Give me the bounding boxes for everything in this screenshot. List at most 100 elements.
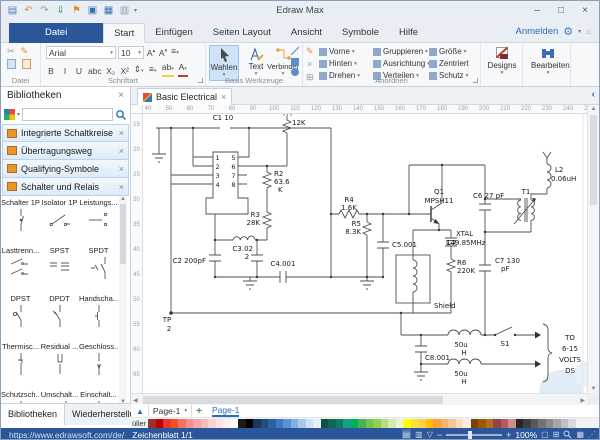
- resize-grip[interactable]: ⋰: [588, 430, 596, 439]
- rectangle-shape-icon[interactable]: [291, 58, 299, 66]
- libraries-close-icon[interactable]: ×: [118, 90, 124, 101]
- symbol-spdt[interactable]: SPDT: [79, 244, 118, 292]
- verteilen-button[interactable]: Verteilen▾: [373, 70, 430, 81]
- color-swatch[interactable]: [433, 418, 441, 428]
- scroll-up-icon[interactable]: ▲: [120, 196, 126, 202]
- color-swatch[interactable]: [155, 418, 164, 428]
- color-swatch[interactable]: [223, 418, 231, 428]
- zoom-out-button[interactable]: −: [436, 429, 443, 440]
- symbol-residual[interactable]: Residual ...: [40, 340, 79, 388]
- copy-icon[interactable]: [7, 59, 16, 69]
- menu-tab-datei[interactable]: Datei: [9, 23, 104, 43]
- zoom-in-button[interactable]: +: [506, 429, 512, 440]
- maximize-button[interactable]: □: [557, 5, 565, 16]
- color-swatch[interactable]: [538, 418, 546, 428]
- color-swatch[interactable]: [275, 418, 284, 428]
- paste-icon[interactable]: [22, 59, 31, 69]
- document-close-icon[interactable]: ×: [221, 92, 227, 102]
- color-swatch[interactable]: [305, 418, 314, 428]
- color-swatch[interactable]: [373, 418, 381, 428]
- ribbon-collapse-icon[interactable]: ⌂: [586, 27, 591, 36]
- color-swatch[interactable]: [178, 418, 186, 428]
- color-swatch[interactable]: [560, 418, 569, 428]
- drehen-button[interactable]: Drehen▾: [319, 70, 360, 81]
- zoom-slider-thumb[interactable]: [468, 430, 473, 439]
- gallery-icon[interactable]: ▥: [119, 5, 130, 16]
- shrink-font-button[interactable]: A▾: [158, 47, 168, 58]
- superscript-button[interactable]: X²: [120, 66, 129, 76]
- color-swatch[interactable]: [553, 418, 561, 428]
- text-tool-button[interactable]: Text▾: [241, 45, 271, 81]
- format-painter-icon[interactable]: ✎: [20, 46, 29, 56]
- color-swatch[interactable]: [403, 418, 411, 428]
- quick-access-caret-icon[interactable]: ▾: [134, 8, 138, 14]
- color-swatch[interactable]: [328, 418, 336, 428]
- ausrichtung-button[interactable]: Ausrichtung▾: [373, 58, 430, 69]
- color-swatch[interactable]: [388, 418, 396, 428]
- color-swatch[interactable]: [575, 418, 584, 428]
- document-tab[interactable]: Basic Electrical ×: [137, 88, 233, 105]
- panel-collapse-chevron-icon[interactable]: ‹: [591, 89, 595, 100]
- color-swatch[interactable]: [200, 418, 209, 428]
- color-swatch[interactable]: [545, 418, 554, 428]
- fit-page-icon[interactable]: ▢: [541, 430, 549, 439]
- library-close-icon[interactable]: ×: [118, 145, 124, 156]
- color-swatch[interactable]: [320, 418, 329, 428]
- library-search-input[interactable]: [22, 108, 113, 121]
- color-swatch[interactable]: [148, 418, 156, 428]
- color-swatch[interactable]: [425, 418, 434, 428]
- color-swatch[interactable]: [418, 418, 426, 428]
- color-swatch[interactable]: [298, 418, 306, 428]
- library-close-icon[interactable]: ×: [118, 181, 124, 192]
- add-page-button[interactable]: +: [196, 405, 202, 417]
- symbol-spst[interactable]: SPST: [40, 244, 79, 292]
- color-swatch[interactable]: [238, 418, 246, 428]
- page-view-icon[interactable]: ▥: [415, 430, 423, 439]
- color-swatch[interactable]: [530, 418, 539, 428]
- horizontal-scrollbar[interactable]: ◀ ▶: [131, 393, 587, 405]
- underline-button[interactable]: U: [75, 66, 83, 76]
- library-bertragungsweg[interactable]: Übertragungsweg×: [2, 142, 129, 160]
- color-swatch[interactable]: [283, 418, 291, 428]
- scroll-down-icon[interactable]: ▼: [120, 399, 126, 405]
- scroll-up-icon[interactable]: ▲: [590, 106, 597, 112]
- italic-button[interactable]: I: [63, 66, 67, 76]
- color-swatch[interactable]: [343, 418, 351, 428]
- symbol-handscha[interactable]: Handscha...: [79, 292, 118, 340]
- color-swatch[interactable]: [485, 418, 494, 428]
- menu-tab-hilfe[interactable]: Hilfe: [399, 27, 419, 38]
- color-swatch[interactable]: [170, 418, 179, 428]
- color-swatch[interactable]: [448, 418, 456, 428]
- gear-caret-icon[interactable]: ▾: [578, 29, 582, 35]
- gr-e-button[interactable]: Größe▾: [429, 46, 469, 57]
- connector-tool-button[interactable]: Verbinder▾: [267, 45, 299, 81]
- library-close-icon[interactable]: ×: [118, 128, 124, 138]
- line-shape-icon[interactable]: [290, 46, 300, 56]
- menu-tab-ansicht[interactable]: Ansicht: [290, 27, 323, 38]
- symbol-lasttrenn[interactable]: Lasttrenn...: [1, 244, 40, 292]
- library-qualifying-symbole[interactable]: Qualifying-Symbole×: [2, 160, 129, 178]
- subscript-button[interactable]: X₂: [106, 66, 116, 76]
- color-swatch[interactable]: [253, 418, 261, 428]
- color-swatch[interactable]: [410, 418, 419, 428]
- menu-tab-seiten-layout[interactable]: Seiten Layout: [212, 27, 271, 38]
- arrange-dialog-launcher[interactable]: [473, 78, 478, 83]
- color-swatch[interactable]: [500, 418, 509, 428]
- vorne-button[interactable]: Vorne▾: [319, 46, 360, 57]
- pen-icon[interactable]: ✎: [306, 46, 314, 56]
- pagebar-collapse-icon[interactable]: ▲: [136, 406, 144, 416]
- color-swatch[interactable]: [508, 418, 516, 428]
- color-swatch[interactable]: [478, 418, 486, 428]
- filter-view-icon[interactable]: ▽: [426, 430, 433, 439]
- select-tool-button[interactable]: Wahlen▾: [209, 45, 239, 81]
- library-grid-icon[interactable]: [4, 109, 15, 120]
- library-close-icon[interactable]: ×: [118, 163, 124, 174]
- undo-icon[interactable]: ↶: [24, 5, 33, 16]
- symbol-dpst[interactable]: DPST: [1, 292, 40, 340]
- grid-view-icon[interactable]: ▦: [576, 430, 584, 439]
- normal-view-icon[interactable]: ▤: [401, 429, 412, 439]
- grow-font-button[interactable]: A▴: [146, 47, 156, 58]
- cut-icon[interactable]: ✂: [7, 46, 15, 56]
- schutz-button[interactable]: Schutz▾: [429, 70, 469, 81]
- gruppieren-button[interactable]: Gruppieren▾: [373, 46, 430, 57]
